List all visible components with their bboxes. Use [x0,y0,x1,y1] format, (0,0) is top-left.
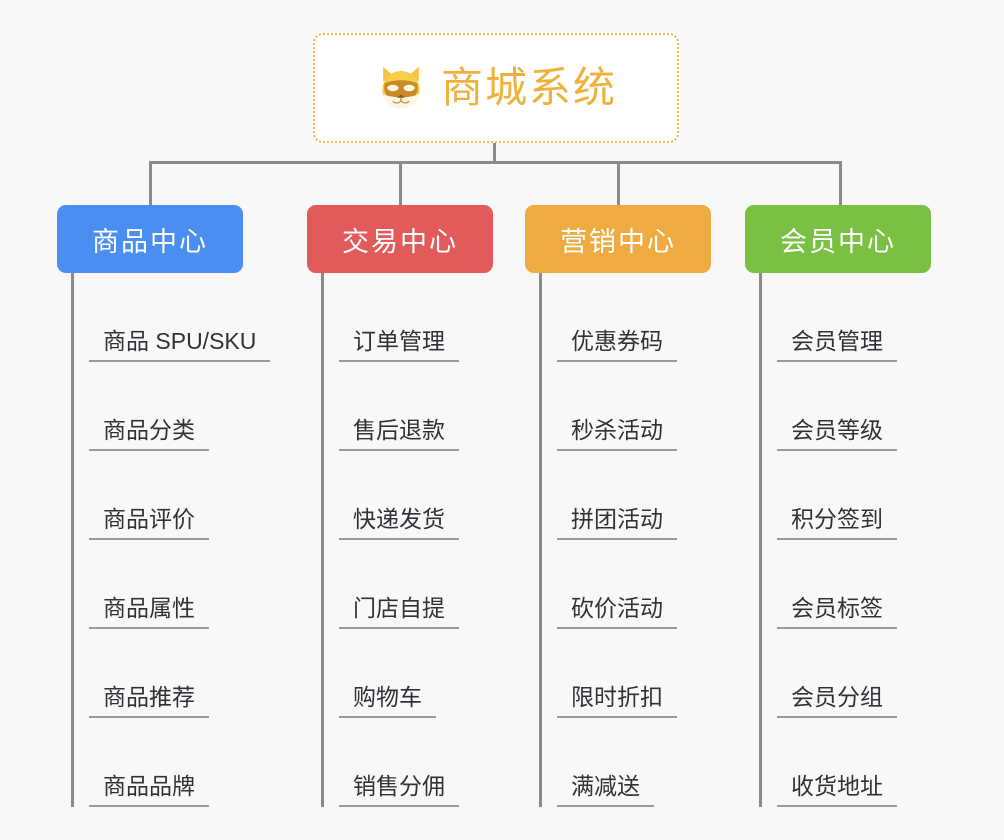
list-item[interactable]: 会员分组 [777,629,931,718]
leaf-label: 快递发货 [339,508,459,540]
shiba-dog-face-icon [382,66,420,109]
leaf-label: 秒杀活动 [557,419,677,451]
leaf-label: 门店自提 [339,597,459,629]
leaf-list-product-center: 商品 SPU/SKU 商品分类 商品评价 商品属性 商品推荐 商品品牌 [71,273,271,807]
list-item[interactable]: 优惠券码 [557,273,711,362]
branch-marketing-center: 营销中心 优惠券码 秒杀活动 拼团活动 砍价活动 限时折扣 满减送 [525,205,711,807]
list-item[interactable]: 快递发货 [339,451,493,540]
leaf-label: 订单管理 [339,330,459,362]
leaf-list-marketing-center: 优惠券码 秒杀活动 拼团活动 砍价活动 限时折扣 满减送 [539,273,711,807]
list-item[interactable]: 秒杀活动 [557,362,711,451]
list-item[interactable]: 满减送 [557,718,711,807]
connector-drop-marketing-center [617,161,620,207]
leaf-label: 商品评价 [89,508,209,540]
leaf-label: 商品属性 [89,597,209,629]
list-item[interactable]: 商品品牌 [89,718,243,807]
branch-member-center: 会员中心 会员管理 会员等级 积分签到 会员标签 会员分组 收货地址 [745,205,931,807]
leaf-label: 购物车 [339,686,436,718]
leaf-label: 会员等级 [777,419,897,451]
list-item[interactable]: 会员标签 [777,540,931,629]
connector-drop-member-center [839,161,842,207]
branch-product-center: 商品中心 商品 SPU/SKU 商品分类 商品评价 商品属性 商品推荐 商品品牌 [57,205,271,807]
list-item[interactable]: 订单管理 [339,273,493,362]
category-header-member-center[interactable]: 会员中心 [745,205,931,273]
leaf-label: 积分签到 [777,508,897,540]
connector-drop-product-center [149,161,152,207]
list-item[interactable]: 积分签到 [777,451,931,540]
root-node[interactable]: 商城系统 [313,33,679,143]
list-item[interactable]: 拼团活动 [557,451,711,540]
root-title: 商城系统 [440,64,617,111]
list-item[interactable]: 砍价活动 [557,540,711,629]
leaf-list-trade-center: 订单管理 售后退款 快递发货 门店自提 购物车 销售分佣 [321,273,493,807]
connector-horizontal-bar [149,161,842,164]
leaf-label: 砍价活动 [557,597,677,629]
category-header-marketing-center[interactable]: 营销中心 [525,205,711,273]
category-label: 商品中心 [92,226,208,257]
category-header-trade-center[interactable]: 交易中心 [307,205,493,273]
connector-drop-trade-center [399,161,402,207]
list-item[interactable]: 会员等级 [777,362,931,451]
leaf-list-member-center: 会员管理 会员等级 积分签到 会员标签 会员分组 收货地址 [759,273,931,807]
list-item[interactable]: 商品推荐 [89,629,243,718]
leaf-label: 商品分类 [89,419,209,451]
branch-trade-center: 交易中心 订单管理 售后退款 快递发货 门店自提 购物车 销售分佣 [307,205,493,807]
leaf-label: 商品 SPU/SKU [89,330,271,362]
leaf-label: 会员管理 [777,330,897,362]
leaf-label: 售后退款 [339,419,459,451]
leaf-label: 商品推荐 [89,686,209,718]
list-item[interactable]: 限时折扣 [557,629,711,718]
list-item[interactable]: 商品属性 [89,540,243,629]
leaf-label: 会员分组 [777,686,897,718]
leaf-label: 商品品牌 [89,775,209,807]
leaf-label: 满减送 [557,775,654,807]
list-item[interactable]: 门店自提 [339,540,493,629]
list-item[interactable]: 会员管理 [777,273,931,362]
category-label: 营销中心 [560,226,676,257]
list-item[interactable]: 销售分佣 [339,718,493,807]
category-label: 交易中心 [342,226,458,257]
list-item[interactable]: 商品评价 [89,451,243,540]
leaf-label: 拼团活动 [557,508,677,540]
category-header-product-center[interactable]: 商品中心 [57,205,243,273]
leaf-label: 销售分佣 [339,775,459,807]
category-label: 会员中心 [780,226,896,257]
leaf-label: 优惠券码 [557,330,677,362]
leaf-label: 收货地址 [777,775,897,807]
list-item[interactable]: 收货地址 [777,718,931,807]
leaf-label: 会员标签 [777,597,897,629]
leaf-label: 限时折扣 [557,686,677,718]
list-item[interactable]: 商品 SPU/SKU [89,273,271,362]
connector-root-stem [493,143,496,163]
list-item[interactable]: 售后退款 [339,362,493,451]
list-item[interactable]: 商品分类 [89,362,243,451]
list-item[interactable]: 购物车 [339,629,493,718]
